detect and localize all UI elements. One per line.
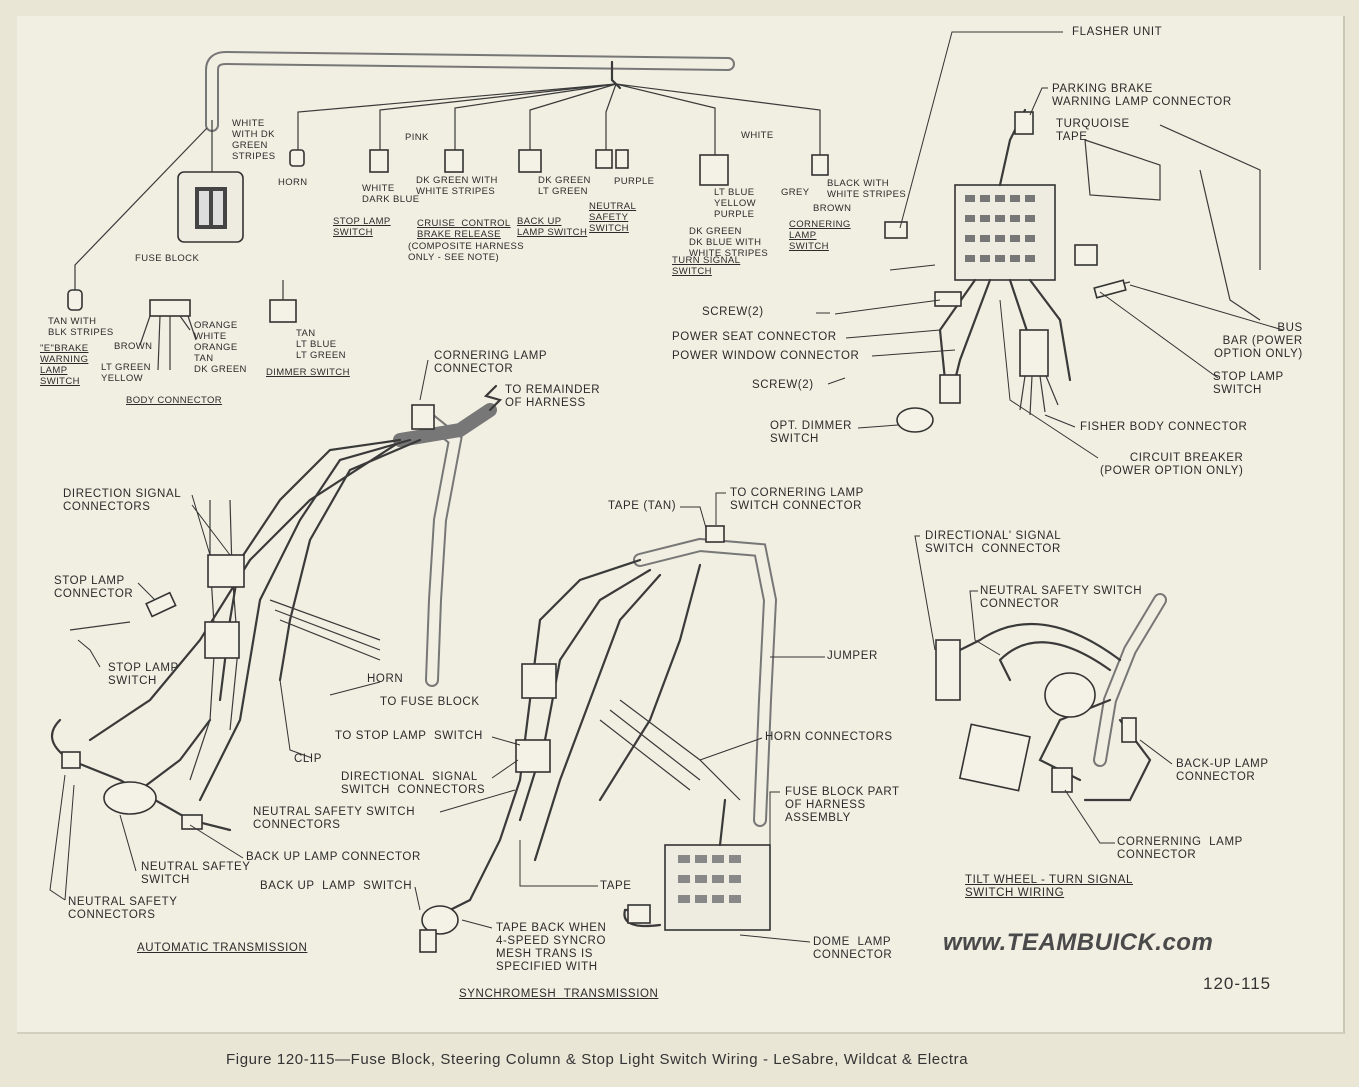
watermark: www.TEAMBUICK.com bbox=[943, 929, 1214, 956]
screw-top-label: SCREW(2) bbox=[702, 306, 764, 318]
fuse-block-top bbox=[177, 171, 244, 243]
cornering-connector-label: CORNERING LAMP CONNECTOR bbox=[434, 350, 548, 375]
backup-connector-auto-label: BACK UP LAMP CONNECTOR bbox=[246, 851, 421, 863]
harness-color-label: WHITE WITH DK GREEN STRIPES bbox=[232, 118, 276, 162]
tilt-wheel-harness bbox=[935, 593, 1167, 802]
tape-label: TAPE bbox=[600, 880, 632, 892]
figure-ref-number: 120-115 bbox=[1203, 974, 1272, 993]
turn-signal-label: TURN SIGNAL SWITCH bbox=[672, 255, 741, 277]
dome-lamp-label: DOME LAMP CONNECTOR bbox=[813, 936, 893, 961]
fuse-part-label: FUSE BLOCK PART OF HARNESS ASSEMBLY bbox=[785, 786, 900, 824]
purple-label: PURPLE bbox=[614, 176, 655, 187]
tan-blk-label: TAN WITH BLK STRIPES bbox=[48, 316, 114, 338]
tilt-wheel-title: TILT WHEEL - TURN SIGNAL SWITCH WIRING bbox=[965, 874, 1133, 899]
stop-lamp-switch-label: STOP LAMP SWITCH bbox=[333, 216, 391, 238]
dimmer-wires-label: TAN LT BLUE LT GREEN bbox=[296, 328, 346, 361]
grey-label: GREY bbox=[781, 187, 810, 198]
white-label: WHITE bbox=[741, 130, 774, 141]
turquoise-tape-label: TURQUOISE TAPE bbox=[1056, 118, 1130, 143]
brown-top-label: BROWN bbox=[813, 203, 852, 214]
to-remainder-label: TO REMAINDER OF HARNESS bbox=[505, 384, 601, 409]
dk-green-white-label: DK GREEN WITH WHITE STRIPES bbox=[416, 175, 498, 197]
body-wires-left2-label: LT GREEN YELLOW bbox=[101, 362, 151, 384]
opt-dimmer-label: OPT. DIMMER SWITCH bbox=[770, 420, 852, 445]
flasher-unit-label: FLASHER UNIT bbox=[1072, 26, 1163, 38]
stop-lamp-connector-label: STOP LAMP CONNECTOR bbox=[54, 575, 134, 600]
turn-wires-1-label: LT BLUE YELLOW PURPLE bbox=[714, 187, 756, 220]
under-dash-fuse-block bbox=[834, 108, 1261, 433]
backup-tilt-label: BACK-UP LAMP CONNECTOR bbox=[1176, 758, 1269, 783]
to-fuse-block-label: TO FUSE BLOCK bbox=[380, 696, 480, 708]
direction-signal-label: DIRECTION SIGNAL CONNECTORS bbox=[63, 488, 182, 513]
switch-connectors bbox=[67, 149, 829, 371]
neutral-connectors-auto-label: NEUTRAL SAFETY CONNECTORS bbox=[68, 896, 178, 921]
synchromesh-title: SYNCHROMESH TRANSMISSION bbox=[459, 988, 659, 1000]
black-white-label: BLACK WITH WHITE STRIPES bbox=[827, 178, 907, 200]
body-wires-left-label: BROWN bbox=[114, 341, 153, 352]
parking-brake-label: PARKING BRAKE WARNING LAMP CONNECTOR bbox=[1052, 83, 1232, 108]
main-harness-trunk bbox=[74, 50, 821, 290]
directional-tilt-label: DIRECTIONAL' SIGNAL SWITCH CONNECTOR bbox=[925, 530, 1062, 555]
neutral-tilt-label: NEUTRAL SAFETY SWITCH CONNECTOR bbox=[980, 585, 1143, 610]
to-stop-lamp-label: TO STOP LAMP SWITCH bbox=[335, 730, 483, 742]
to-cornering-label: TO CORNERING LAMP SWITCH CONNECTOR bbox=[730, 487, 864, 512]
horn-label: HORN bbox=[278, 177, 308, 188]
composite-harness-label: (COMPOSITE HARNESS ONLY - SEE NOTE) bbox=[408, 241, 524, 263]
cornering-tilt-label: CORNERNING LAMP CONNECTOR bbox=[1117, 836, 1243, 861]
cruise-control-label: CRUISE CONTROL BRAKE RELEASE bbox=[417, 218, 511, 240]
jumper-label: JUMPER bbox=[827, 650, 878, 662]
ebrake-label: "E"BRAKE WARNING LAMP SWITCH bbox=[40, 343, 89, 387]
turn-wires-2-label: DK GREEN DK BLUE WITH WHITE STRIPES bbox=[689, 226, 769, 259]
leader-lines bbox=[49, 31, 1284, 943]
cornering-lamp-label: CORNERING LAMP SWITCH bbox=[789, 219, 851, 252]
clip-label: CLIP bbox=[294, 753, 322, 765]
backup-switch-label: BACK UP LAMP SWITCH bbox=[517, 216, 588, 238]
body-wires-right-label: ORANGE WHITE ORANGE TAN DK GREEN bbox=[194, 320, 247, 375]
circuit-breaker-label: CIRCUIT BREAKER (POWER OPTION ONLY) bbox=[1100, 452, 1244, 477]
dimmer-switch-label: DIMMER SWITCH bbox=[266, 367, 350, 378]
screw-mid-label: SCREW(2) bbox=[752, 379, 814, 391]
tape-tan-label: TAPE (TAN) bbox=[608, 500, 677, 512]
tape-back-label: TAPE BACK WHEN 4-SPEED SYNCRO MESH TRANS… bbox=[496, 922, 607, 973]
power-window-label: POWER WINDOW CONNECTOR bbox=[672, 350, 860, 362]
stop-lamp-switch-auto-label: STOP LAMP SWITCH bbox=[108, 662, 179, 687]
horn-auto-label: HORN bbox=[367, 673, 404, 685]
stop-lamp-switch-right-label: STOP LAMP SWITCH bbox=[1213, 371, 1284, 396]
stop-lamp-wires-label: WHITE DARK BLUE bbox=[362, 183, 420, 205]
neutral-safety-label: NEUTRAL SAFETY SWITCH bbox=[589, 201, 637, 234]
directional-synchro-label: DIRECTIONAL SIGNAL SWITCH CONNECTORS bbox=[341, 771, 486, 796]
neutral-synchro-label: NEUTRAL SAFETY SWITCH CONNECTORS bbox=[253, 806, 416, 831]
figure-caption: Figure 120-115—Fuse Block, Steering Colu… bbox=[226, 1051, 969, 1068]
horn-connectors-label: HORN CONNECTORS bbox=[765, 731, 893, 743]
synchro-harness bbox=[419, 525, 778, 953]
bus-bar-label: BUS BAR (POWER OPTION ONLY) bbox=[1214, 322, 1303, 360]
pink-label: PINK bbox=[405, 132, 429, 143]
auto-trans-harness bbox=[50, 384, 503, 832]
neutral-switch-auto-label: NEUTRAL SAFTEY SWITCH bbox=[141, 861, 251, 886]
body-connector-label: BODY CONNECTOR bbox=[126, 395, 223, 406]
power-seat-label: POWER SEAT CONNECTOR bbox=[672, 331, 837, 343]
backup-wires-label: DK GREEN LT GREEN bbox=[538, 175, 591, 197]
fuse-block-label: FUSE BLOCK bbox=[135, 253, 200, 264]
backup-switch-synchro-label: BACK UP LAMP SWITCH bbox=[260, 880, 413, 892]
fisher-body-label: FISHER BODY CONNECTOR bbox=[1080, 421, 1248, 433]
automatic-transmission-title: AUTOMATIC TRANSMISSION bbox=[137, 942, 308, 954]
